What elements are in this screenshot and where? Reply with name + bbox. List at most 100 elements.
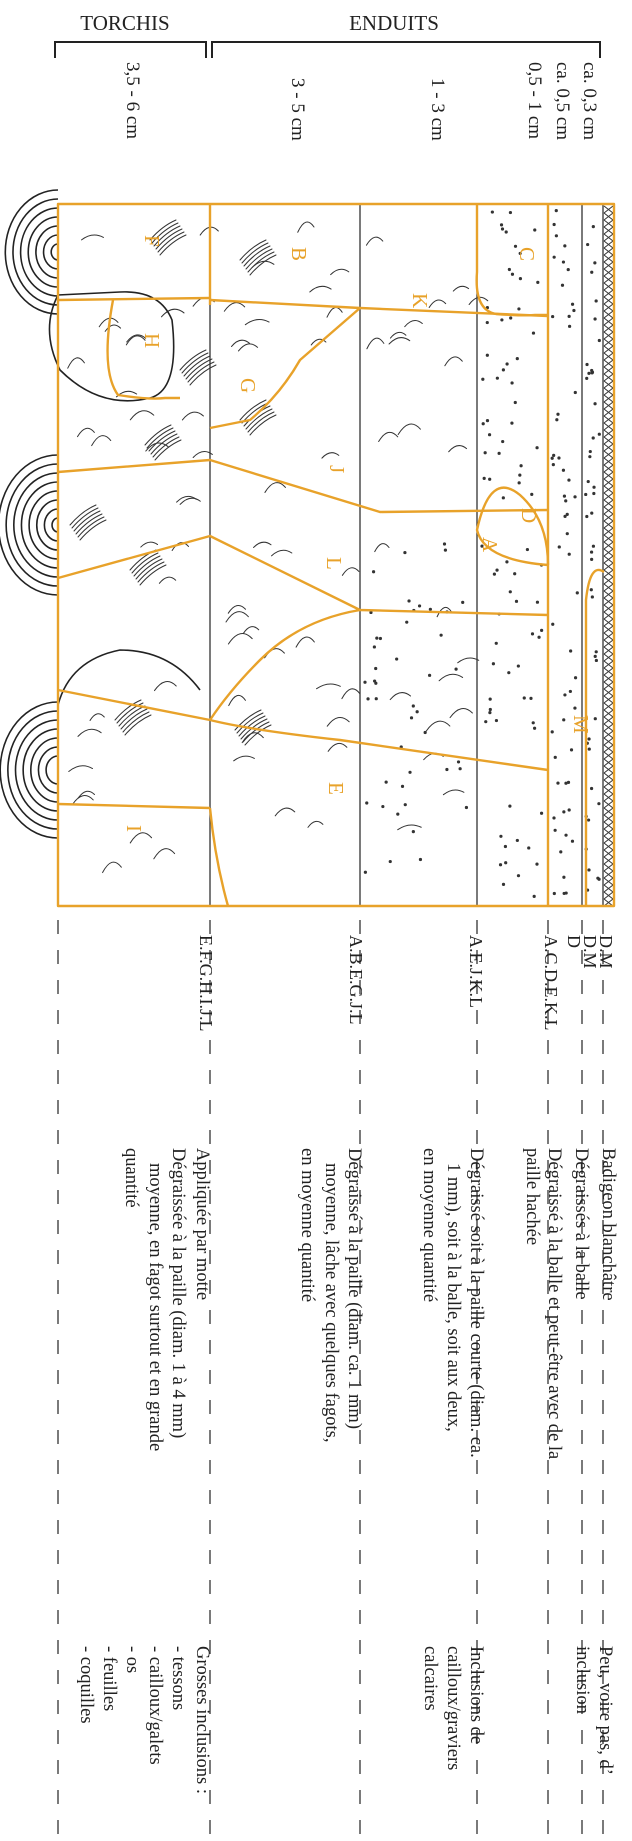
balle-dot: [573, 495, 577, 499]
straw-stroke: [77, 427, 95, 438]
straw-stroke: [153, 681, 177, 692]
balle-dot: [490, 210, 494, 214]
balle-dot: [585, 514, 589, 519]
balle-dot: [522, 696, 526, 700]
component-letter: A: [478, 537, 502, 553]
torchis-mottes: [0, 189, 201, 839]
hatch-stroke: [603, 401, 614, 410]
hatch-stroke: [603, 205, 614, 214]
balle-dot: [516, 874, 521, 878]
hatch-stroke: [603, 443, 614, 452]
balle-dot: [561, 260, 566, 264]
balle-dot: [508, 804, 512, 808]
balle-dot: [552, 453, 556, 458]
balle-dot: [593, 317, 597, 321]
motte-ring: [36, 499, 59, 551]
straw-stroke: [327, 742, 348, 752]
straw-stroke: [125, 335, 146, 346]
balle-dot: [535, 600, 540, 604]
balle-dot: [464, 805, 469, 810]
balle-dot: [567, 808, 571, 812]
straw-stroke: [397, 824, 422, 831]
motte-ring: [35, 225, 59, 279]
hatch-stroke: [603, 688, 614, 697]
balle-dot: [567, 314, 571, 318]
hatch-stroke: [603, 436, 614, 445]
fagot-stroke: [157, 231, 185, 253]
balle-dot: [585, 376, 589, 380]
description-enduit-moyen-line2: 1 mm), soit à la balle, soit aux deux,: [443, 1163, 463, 1432]
hatch-stroke: [603, 569, 614, 578]
description-torchis-line2: Dégraissée à la paille (diam. 1 à 4 mm): [168, 1148, 188, 1438]
fagot-stroke: [79, 519, 107, 541]
balle-dot: [445, 767, 449, 772]
hatch-stroke: [603, 660, 614, 669]
straw-stroke: [98, 317, 119, 328]
hatch-stroke: [603, 877, 614, 886]
hatch-stroke: [603, 639, 614, 648]
component-outline: [209, 608, 361, 721]
balle-dot: [535, 446, 539, 450]
hatch-stroke: [603, 758, 614, 767]
straw-stroke: [341, 688, 361, 700]
fagot-stroke: [243, 245, 271, 267]
balle-dot: [400, 784, 405, 788]
balle-dot: [533, 228, 537, 232]
balle-dot: [488, 697, 492, 701]
balle-dot: [514, 599, 519, 603]
balle-dot: [535, 862, 539, 866]
hatch-stroke: [603, 240, 614, 249]
straw-stroke: [89, 713, 105, 721]
hatch-stroke: [603, 548, 614, 557]
straw-stroke: [452, 285, 470, 292]
description-enduit-epais-line2: moyenne, lâche avec quelques fagots,: [321, 1163, 341, 1442]
hatch-stroke: [603, 359, 614, 368]
inclusions-degraisses-balle-line2: inclusion: [572, 1646, 592, 1714]
fagot-stroke: [239, 399, 267, 421]
balle-dot: [505, 362, 509, 366]
balle-dot: [588, 455, 592, 459]
balle-dot: [594, 658, 598, 663]
description-enduit-fin-line1: Dégraissé à la balle et peut-être avec d…: [544, 1148, 564, 1459]
balle-dot: [561, 468, 566, 472]
fagot-stroke: [73, 510, 101, 532]
balle-dot: [513, 572, 517, 576]
balle-dot: [591, 544, 596, 548]
balle-dot: [555, 418, 559, 422]
hatch-stroke: [603, 408, 614, 417]
balle-dot: [423, 730, 427, 735]
hatch-stroke: [603, 506, 614, 515]
balle-dot: [596, 876, 600, 880]
components-enduit-moyen: A.E.J.K.L: [466, 935, 486, 1008]
fagot-stroke: [153, 225, 181, 247]
balle-dot: [569, 649, 573, 653]
balle-dot: [403, 803, 407, 807]
straw-stroke: [425, 720, 451, 732]
balle-dot: [491, 662, 496, 666]
straw-stroke: [171, 542, 190, 551]
hatch-stroke: [603, 520, 614, 529]
hatch-stroke: [603, 583, 614, 592]
balle-dot: [428, 607, 432, 611]
straw-stroke: [295, 636, 315, 648]
straw-strokes: [67, 219, 489, 874]
inclusions-torchis-line6: - coquilles: [76, 1646, 96, 1724]
straw-stroke: [237, 343, 259, 352]
hatch-stroke: [603, 513, 614, 522]
motte-ring: [50, 243, 59, 261]
balle-dot: [363, 870, 367, 874]
components-degraisses-balle: D.M: [580, 935, 600, 969]
enduits-bracket: [211, 41, 601, 58]
hatch-stroke: [603, 310, 614, 319]
balle-dot: [570, 839, 575, 843]
hatch-stroke: [603, 471, 614, 480]
straw-stroke: [341, 567, 360, 576]
motte-ring: [43, 508, 59, 542]
straw-stroke: [309, 285, 332, 293]
hatch-stroke: [603, 485, 614, 494]
balle-dot: [407, 599, 411, 603]
component-outline: [359, 306, 549, 318]
balle-dot: [553, 755, 557, 759]
balle-dot: [539, 811, 544, 815]
motte-ring: [28, 490, 59, 560]
